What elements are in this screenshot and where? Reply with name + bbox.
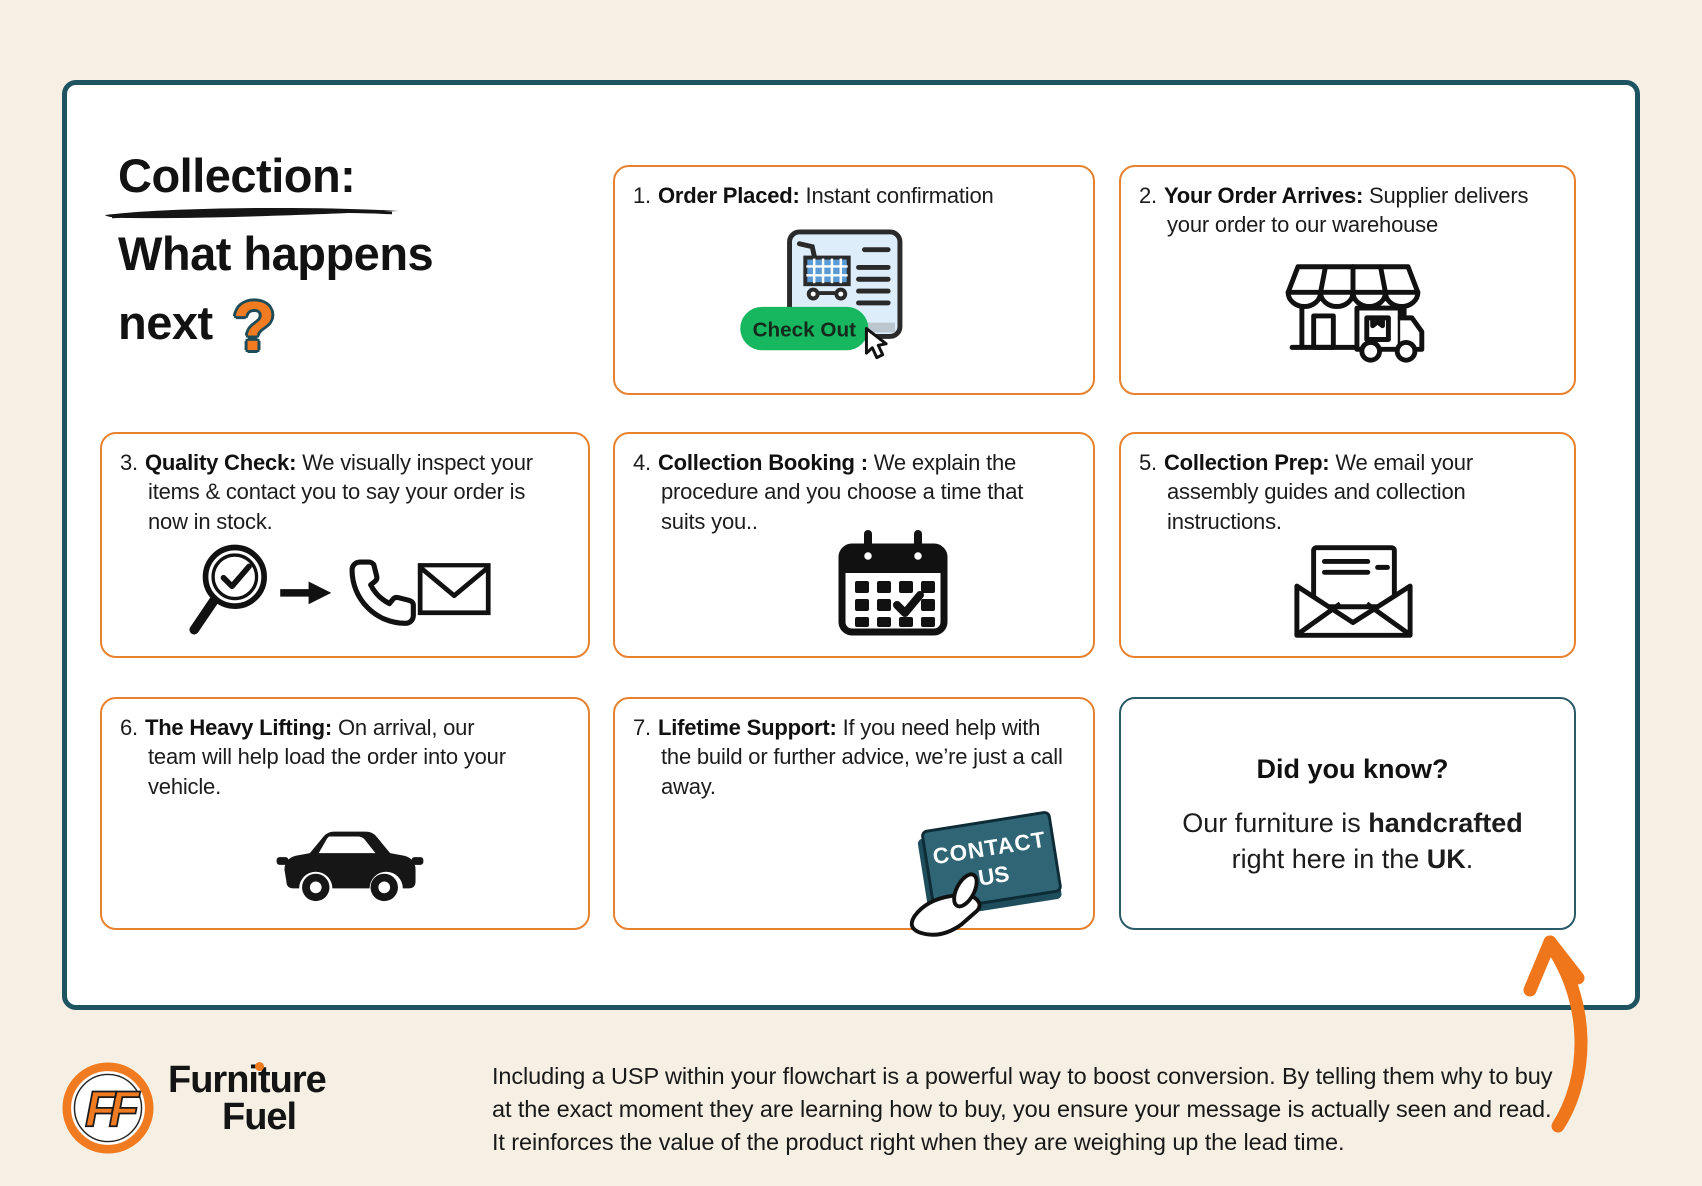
- svg-text:Check Out: Check Out: [753, 318, 857, 341]
- brand-line-2: Fuel: [222, 1096, 297, 1138]
- step-title: Collection Prep:: [1163, 450, 1330, 475]
- step-2-card: 2.Your Order Arrives: Supplier delivers …: [1119, 165, 1576, 395]
- step-description: Instant confirmation: [799, 183, 994, 208]
- checkout-button: Check Out: [740, 306, 869, 350]
- arrow-up-icon: [1523, 935, 1588, 1133]
- step-2-text: 2.Your Order Arrives: Supplier delivers …: [1139, 181, 1566, 240]
- step-3-text: 3.Quality Check: We visually inspect you…: [120, 448, 568, 536]
- step-title: Quality Check:: [144, 450, 297, 475]
- marker-underline: [105, 207, 399, 218]
- step-number: 2.: [1139, 183, 1157, 208]
- calendar-icon: [838, 530, 948, 636]
- envelope-icon: [417, 563, 491, 616]
- magnifier-check-icon: [189, 544, 267, 635]
- step-description: If you need help with the build or furth…: [661, 715, 1063, 799]
- title-text-collection: Collection:: [118, 149, 356, 202]
- step-number: 4.: [633, 450, 651, 475]
- arrow-right-icon: [280, 581, 332, 605]
- step-number: 1.: [633, 183, 651, 208]
- step-4-card: 4.Collection Booking : We explain the pr…: [613, 432, 1095, 658]
- step-title: Lifetime Support:: [657, 715, 837, 740]
- step-1-card: 1.Order Placed: Instant confirmation: [613, 165, 1095, 395]
- step-number: 6.: [120, 715, 138, 740]
- car-icon: [276, 831, 424, 901]
- step-description: We explain the procedure and you choose …: [661, 450, 1024, 534]
- title-text-next: next: [118, 295, 213, 349]
- cursor-icon: [864, 326, 888, 359]
- step-6-card: 6.The Heavy Lifting: On arrival, our tea…: [100, 697, 590, 930]
- ff-badge-icon: FF: [62, 1062, 154, 1154]
- step-5-text: 5.Collection Prep: We email your assembl…: [1139, 448, 1515, 536]
- step-4-text: 4.Collection Booking : We explain the pr…: [633, 448, 1039, 536]
- step-7-card: 7.Lifetime Support: If you need help wit…: [613, 697, 1095, 938]
- svg-text:US: US: [976, 861, 1011, 891]
- step-title: The Heavy Lifting:: [144, 715, 333, 740]
- step-description: Supplier delivers your order to our ware…: [1167, 183, 1529, 238]
- step-number: 7.: [633, 715, 651, 740]
- svg-text:FF: FF: [85, 1081, 141, 1137]
- step-7-text: 7.Lifetime Support: If you need help wit…: [633, 713, 1063, 801]
- step-description: We email your assembly guides and collec…: [1167, 450, 1473, 534]
- question-mark: ?: [232, 287, 276, 366]
- did-you-know-body: Our furniture is handcrafted right here …: [1182, 807, 1523, 874]
- did-you-know-heading: Did you know?: [1256, 753, 1449, 784]
- contact-card-icon: CONTACT US: [909, 811, 1062, 938]
- step-3-card: 3.Quality Check: We visually inspect you…: [100, 432, 590, 658]
- step-title: Your Order Arrives:: [1163, 183, 1364, 208]
- brand-line-1: Furniture: [168, 1059, 327, 1101]
- step-description: On arrival, our team will help load the …: [148, 715, 506, 799]
- title-line-2: What happens: [118, 226, 434, 280]
- step-title: Order Placed:: [657, 183, 800, 208]
- checkout-icon: Check Out: [740, 229, 903, 359]
- phone-icon: [349, 559, 416, 627]
- page-title: Collection: What happens next ?: [105, 150, 548, 361]
- inspect-contact-icons: [189, 544, 491, 635]
- step-title: Collection Booking :: [657, 450, 868, 475]
- step-1-text: 1.Order Placed: Instant confirmation: [633, 181, 1085, 210]
- step-5-card: 5.Collection Prep: We email your assembl…: [1119, 432, 1576, 658]
- step-6-text: 6.The Heavy Lifting: On arrival, our tea…: [120, 713, 523, 801]
- cart-icon: [796, 241, 851, 301]
- store-delivery-icon: [1285, 264, 1424, 364]
- title-line-1: Collection:: [118, 150, 548, 202]
- step-number: 3.: [120, 450, 138, 475]
- did-you-know-card: Did you know? Our furniture is handcraft…: [1119, 697, 1576, 930]
- step-number: 5.: [1139, 450, 1157, 475]
- hand-icon: [909, 872, 982, 938]
- title-line-3: next ?: [118, 287, 548, 361]
- step-description: We visually inspect your items & contact…: [148, 450, 533, 534]
- brand-name: Furniture Fuel: [168, 1059, 327, 1138]
- open-mail-icon: [1293, 545, 1413, 638]
- usp-note: Including a USP within your flowchart is…: [492, 1063, 1553, 1155]
- furniture-fuel-logo: FF Furniture Fuel: [62, 1059, 327, 1154]
